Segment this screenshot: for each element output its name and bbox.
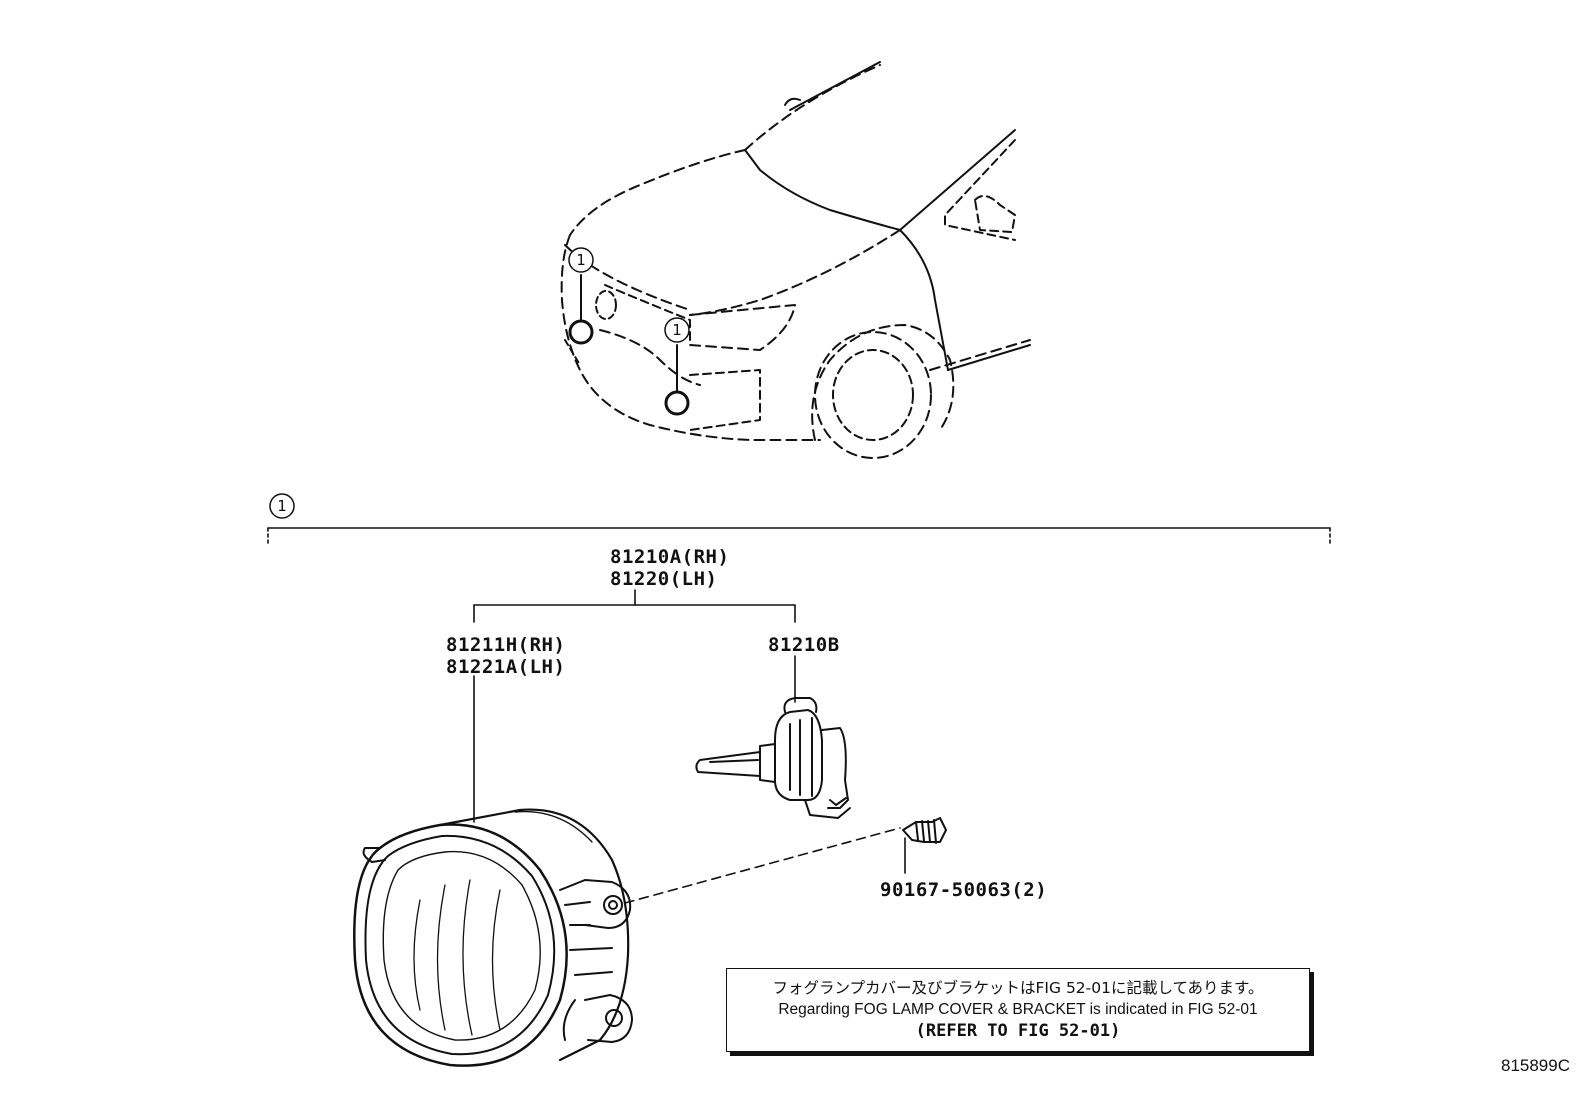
part-number-screw: 90167-50063(2) (880, 879, 1048, 901)
note-japanese: フォグランプカバー及びブラケットはFIG 52-01に記載してあります。 (772, 979, 1264, 997)
part-number-bulb: 81210B (768, 634, 840, 656)
part-number-fog-lamp-assy-lh: 81220(LH) (610, 568, 718, 590)
figure-code: 815899C (1500, 1056, 1570, 1075)
part-number-fog-lamp-unit-lh: 81221A(LH) (446, 656, 566, 678)
screw (902, 817, 947, 844)
leader-lines (473, 589, 906, 904)
fog-lamp-bulb (695, 697, 851, 819)
fog-lamp-unit (353, 808, 633, 1067)
note-english: Regarding FOG LAMP COVER & BRACKET is in… (778, 1001, 1258, 1018)
note-refer: (REFER TO FIG 52-01) (915, 1021, 1121, 1041)
callout-number-group: 1 (277, 497, 287, 515)
reference-note-box: フォグランプカバー及びブラケットはFIG 52-01に記載してあります。 Reg… (726, 968, 1310, 1052)
assembly-bracket (267, 493, 1331, 545)
part-number-fog-lamp-unit-rh: 81211H(RH) (446, 634, 566, 656)
part-number-fog-lamp-assy-rh: 81210A(RH) (610, 546, 730, 568)
callout-number-upper-right: 1 (672, 321, 682, 339)
car-front-illustration (560, 61, 1031, 459)
callout-number-upper-left: 1 (576, 251, 586, 269)
